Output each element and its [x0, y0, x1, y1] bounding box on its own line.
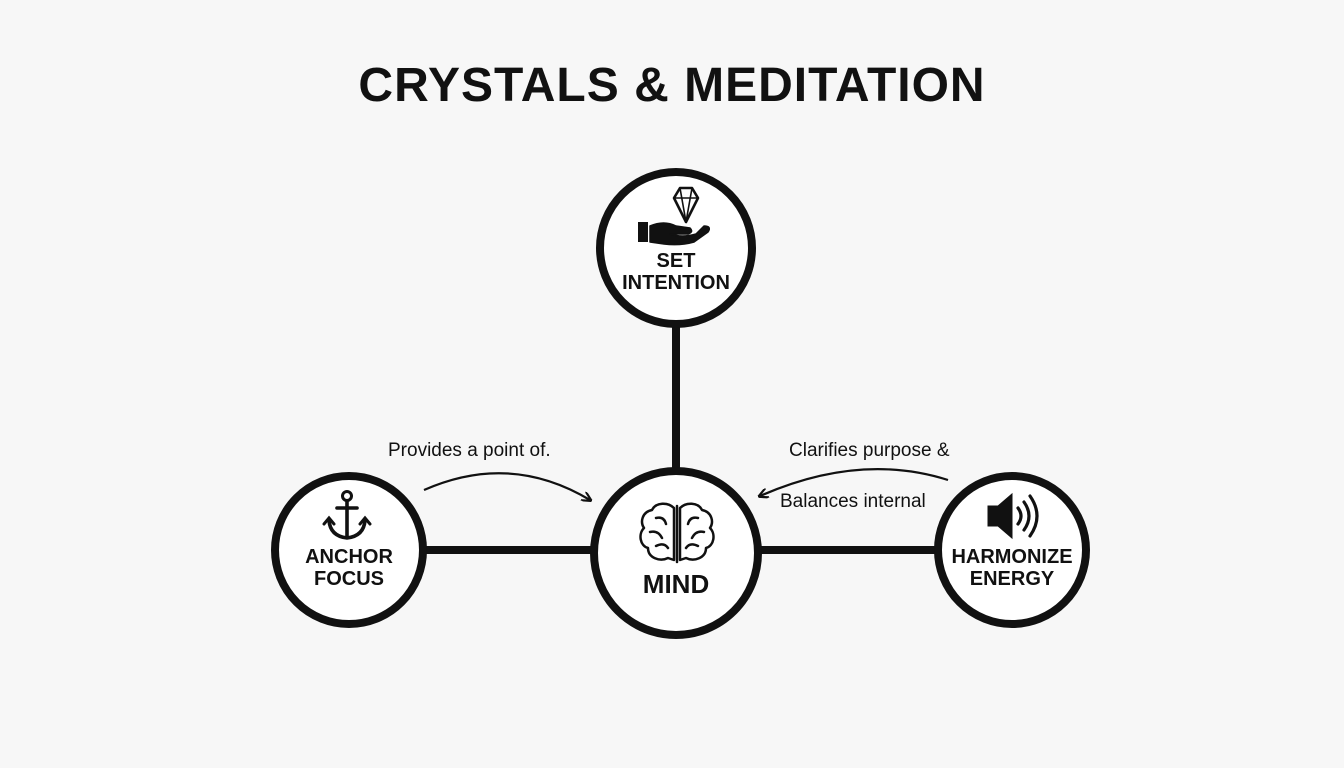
node-label-line: INTENTION — [622, 272, 730, 295]
diagram-title: CRYSTALS & MEDITATION — [358, 59, 986, 112]
brain-icon — [639, 502, 715, 564]
anchor-icon — [322, 490, 372, 540]
node-harmonize-energy — [934, 472, 1090, 628]
node-label-line: HARMONIZE — [951, 546, 1073, 568]
speaker-icon — [987, 492, 1039, 540]
node-label-mind: MIND — [600, 569, 752, 599]
arrow-left — [423, 472, 590, 500]
node-label-line: FOCUS — [314, 568, 384, 591]
node-label-anchor-focus: ANCHOR FOCUS — [277, 546, 421, 591]
node-label-line: ENERGY — [969, 568, 1055, 591]
hand-holding-crystal-icon — [638, 186, 711, 246]
node-label-line: SET — [656, 250, 696, 272]
node-set-intention — [596, 168, 756, 328]
node-anchor-focus — [271, 472, 427, 628]
node-label-harmonize-energy: HARMONIZE ENERGY — [938, 546, 1086, 591]
node-label-line: ANCHOR — [305, 546, 393, 568]
arrow-right — [760, 468, 949, 496]
annotation-provides: Provides a point of. — [388, 440, 551, 461]
node-label-line: MIND — [642, 569, 710, 599]
node-label-set-intention: SET INTENTION — [600, 250, 752, 295]
annotation-balances: Balances internal — [780, 491, 926, 512]
annotation-clarifies: Clarifies purpose & — [789, 440, 950, 461]
